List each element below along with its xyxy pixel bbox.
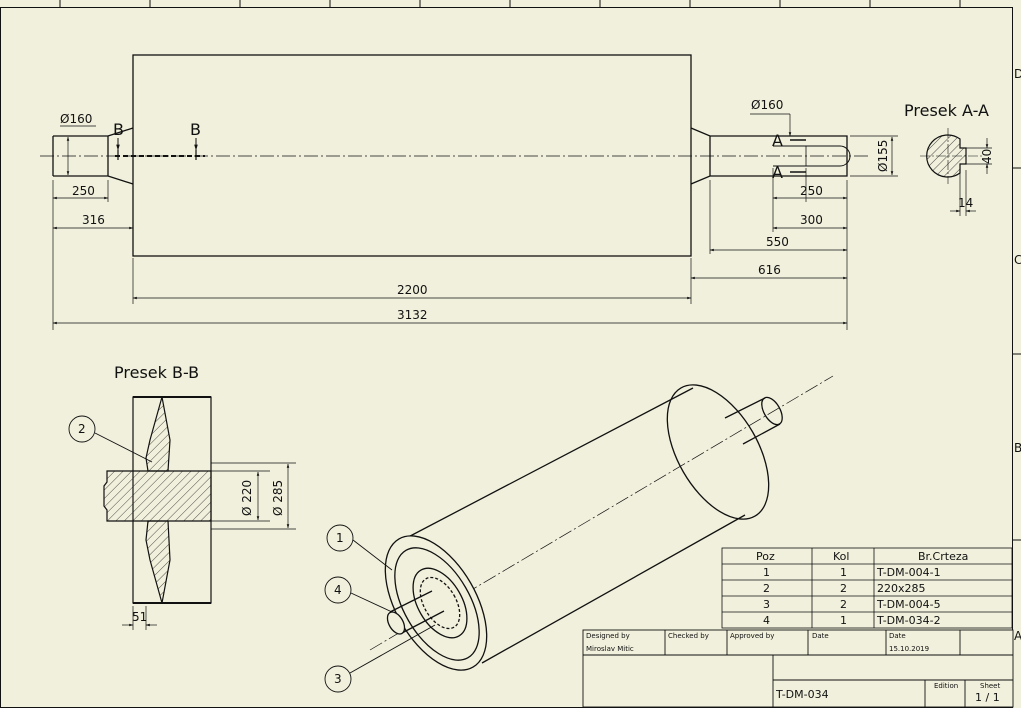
front-view <box>40 54 870 257</box>
parts-row2-poz: 2 <box>763 582 770 595</box>
section-marker-a-bottom: A <box>772 163 783 182</box>
title-edition-label: Edition <box>934 682 958 690</box>
parts-row1-poz: 1 <box>763 566 770 579</box>
section-marker-b-left: B <box>113 120 124 139</box>
zone-label-a: A <box>1014 629 1021 643</box>
balloon-2 <box>68 415 153 463</box>
section-arrows <box>116 138 198 151</box>
title-date: 15.10.2019 <box>889 645 929 653</box>
zone-label-d: D <box>1014 67 1021 81</box>
balloon-3 <box>324 624 436 693</box>
parts-row4-kol: 1 <box>840 614 847 627</box>
dim-616: 616 <box>758 263 781 277</box>
dim-300: 300 <box>800 213 823 227</box>
balloon-1-label: 1 <box>336 531 344 545</box>
section-bb-view <box>103 396 296 630</box>
parts-row3-poz: 3 <box>763 598 770 611</box>
isometric-view <box>369 375 834 671</box>
title-designed-by-label: Designed by <box>586 632 630 640</box>
parts-header-poz: Poz <box>756 550 775 563</box>
dim-aa-14: 14 <box>958 196 973 210</box>
parts-row1-kol: 1 <box>840 566 847 579</box>
title-designed-by: Miroslav Mitic <box>586 645 634 653</box>
balloon-3-label: 3 <box>334 672 342 686</box>
dim-d160-right: Ø160 <box>751 98 783 112</box>
dim-bb-51: 51 <box>132 610 147 624</box>
balloon-4 <box>324 576 393 613</box>
title-block <box>582 629 1014 708</box>
section-aa-view <box>920 128 992 216</box>
title-sheet-label: Sheet <box>980 682 1000 690</box>
balloon-1 <box>326 524 393 571</box>
section-bb-title: Presek B-B <box>114 363 199 382</box>
parts-row2-drawing: 220x285 <box>877 582 926 595</box>
dim-2200: 2200 <box>397 283 428 297</box>
parts-row3-drawing: T-DM-004-5 <box>876 598 941 611</box>
balloon-2-label: 2 <box>78 422 86 436</box>
title-checked-by-label: Checked by <box>668 632 709 640</box>
dim-316: 316 <box>82 213 105 227</box>
title-date-label-2: Date <box>889 632 906 640</box>
section-aa-title: Presek A-A <box>904 101 989 120</box>
balloon-4-label: 4 <box>334 583 342 597</box>
parts-row4-poz: 4 <box>763 614 770 627</box>
parts-list <box>721 547 1013 629</box>
parts-row4-drawing: T-DM-034-2 <box>876 614 941 627</box>
dim-aa-40: 40 <box>980 149 994 164</box>
dim-250-left: 250 <box>72 184 95 198</box>
title-date-label-1: Date <box>812 632 829 640</box>
dim-bb-d285: Ø 285 <box>271 480 285 516</box>
dim-3132: 3132 <box>397 308 428 322</box>
parts-header-kol: Kol <box>833 550 849 563</box>
dim-250-right: 250 <box>800 184 823 198</box>
dim-d160-left: Ø160 <box>60 112 92 126</box>
parts-header-drawing: Br.Crteza <box>918 550 968 563</box>
parts-row1-drawing: T-DM-004-1 <box>876 566 941 579</box>
parts-row2-kol: 2 <box>840 582 847 595</box>
title-drawing-number: T-DM-034 <box>775 688 829 701</box>
zone-label-b: B <box>1014 441 1021 455</box>
section-marker-a-top: A <box>772 131 783 150</box>
title-approved-by-label: Approved by <box>730 632 774 640</box>
dim-bb-d220: Ø 220 <box>240 480 254 516</box>
front-dimensions <box>52 113 898 330</box>
title-sheet: 1 / 1 <box>975 691 1000 704</box>
dim-550: 550 <box>766 235 789 249</box>
dim-d155: Ø155 <box>876 140 890 172</box>
zone-label-c: C <box>1014 253 1021 267</box>
section-marker-b-right: B <box>190 120 201 139</box>
parts-row3-kol: 2 <box>840 598 847 611</box>
